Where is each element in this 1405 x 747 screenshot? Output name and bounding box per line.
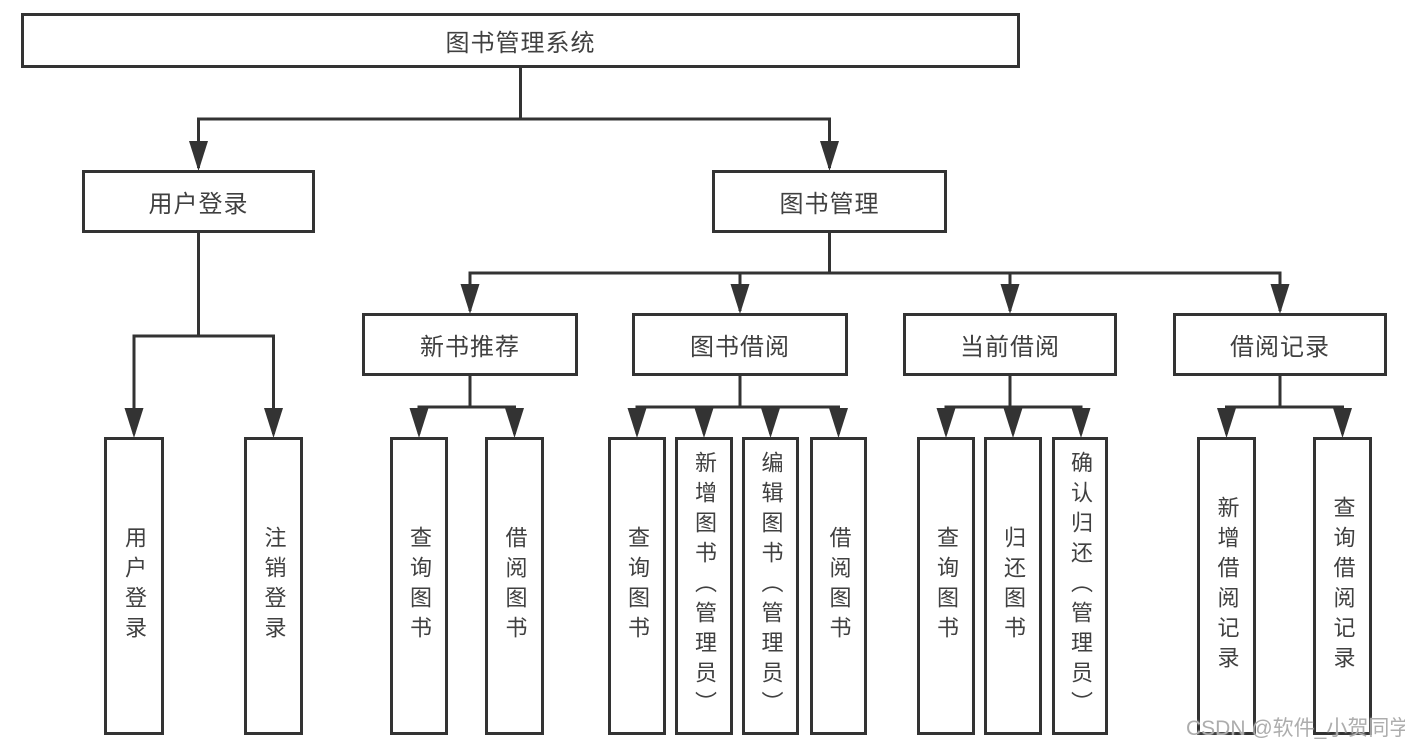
node-root: 图书管理系统 [21, 13, 1020, 68]
leaf-query-borrow-record: 查询借阅记录 [1313, 437, 1372, 735]
leaf-confirm-return-admin: 确认归还（管理员） [1052, 437, 1108, 735]
leaf-query-book-recommend: 查询图书 [390, 437, 448, 735]
leaf-query-book-current: 查询图书 [917, 437, 975, 735]
watermark: CSDN @软件_小贺同学 [1186, 717, 1405, 740]
node-new-book-recommend: 新书推荐 [362, 313, 578, 376]
leaf-add-borrow-record: 新增借阅记录 [1197, 437, 1256, 735]
node-book-borrow: 图书借阅 [632, 313, 848, 376]
leaf-return-book: 归还图书 [984, 437, 1042, 735]
leaf-borrow-book-recommend: 借阅图书 [485, 437, 544, 735]
leaf-query-book-borrow: 查询图书 [608, 437, 666, 735]
leaf-borrow-book: 借阅图书 [810, 437, 867, 735]
node-user-login: 用户登录 [82, 170, 315, 233]
leaf-user-login: 用户登录 [104, 437, 164, 735]
leaf-logout: 注销登录 [244, 437, 303, 735]
leaf-edit-book-admin: 编辑图书（管理员） [742, 437, 799, 735]
node-book-management: 图书管理 [712, 170, 947, 233]
leaf-add-book-admin: 新增图书（管理员） [675, 437, 733, 735]
node-borrow-records: 借阅记录 [1173, 313, 1387, 376]
node-current-borrow: 当前借阅 [903, 313, 1117, 376]
